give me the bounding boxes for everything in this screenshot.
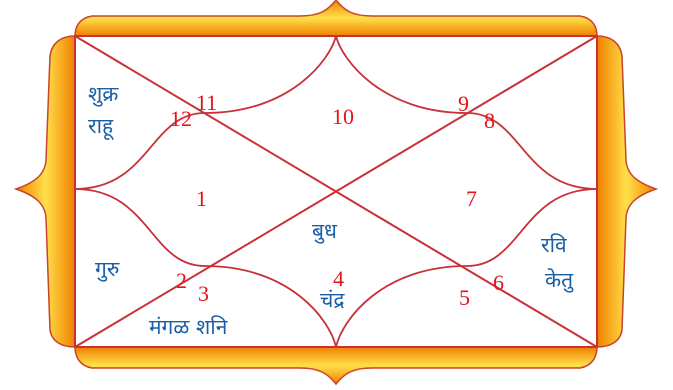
house-number-10: 10 xyxy=(332,106,354,128)
planet-shukra: शुक्र xyxy=(88,84,118,105)
house-number-3: 3 xyxy=(198,283,209,305)
planet-ketu: केतु xyxy=(545,270,573,291)
top-border xyxy=(75,0,597,36)
house-number-7: 7 xyxy=(466,188,477,210)
house-number-11: 11 xyxy=(196,92,217,114)
house-number-8: 8 xyxy=(484,110,495,132)
house-number-2: 2 xyxy=(176,270,187,292)
left-border xyxy=(16,36,75,347)
house-number-4: 4 xyxy=(333,268,344,290)
house-number-6: 6 xyxy=(493,272,504,294)
house-number-1: 1 xyxy=(196,188,207,210)
planet-guru: गुरु xyxy=(95,259,119,280)
house-number-9: 9 xyxy=(458,93,469,115)
planet-mangal-shani: मंगळ शनि xyxy=(149,317,227,338)
house-number-5: 5 xyxy=(459,287,470,309)
planet-budh: बुध xyxy=(312,221,337,242)
planet-chandra: चंद्र xyxy=(320,290,345,311)
bottom-border xyxy=(75,347,597,384)
house-number-12: 12 xyxy=(170,108,192,130)
right-border xyxy=(597,36,656,347)
planet-rahu: राहू xyxy=(88,116,113,137)
planet-ravi: रवि xyxy=(541,235,567,256)
